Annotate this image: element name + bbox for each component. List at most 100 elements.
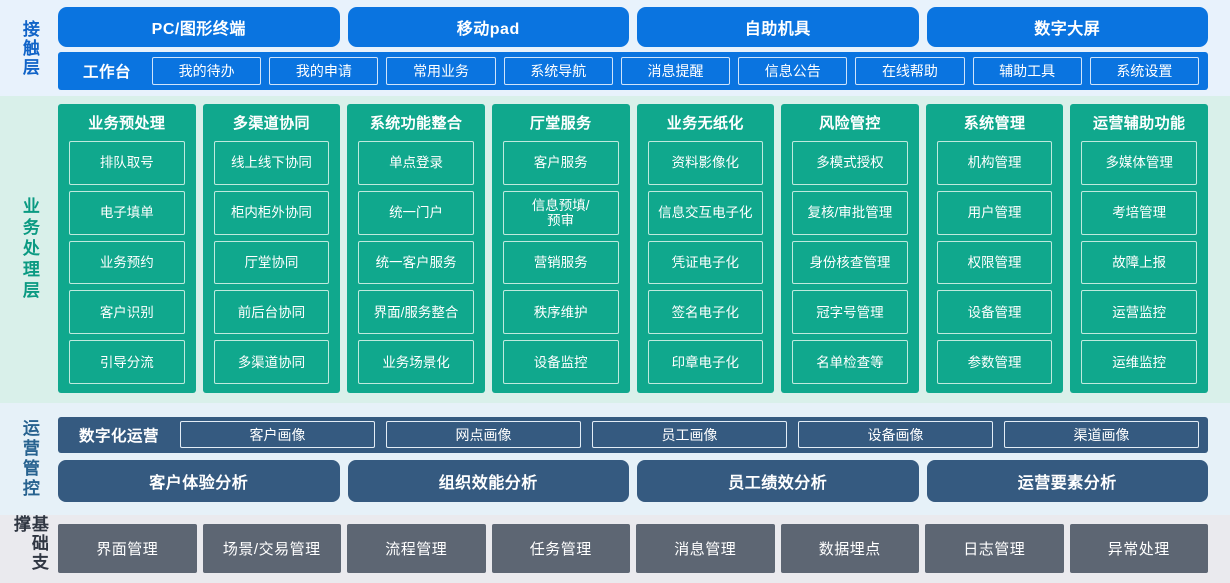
- business-column: 风险管控 多模式授权 复核/审批管理 身份核查管理 冠字号管理 名单检查等: [781, 104, 919, 393]
- channel-item[interactable]: 自助机具: [637, 6, 919, 47]
- business-columns: 业务预处理 排队取号 电子填单 业务预约 客户识别 引导分流 多渠道协同 线上线…: [58, 104, 1208, 393]
- business-item[interactable]: 设备管理: [936, 290, 1053, 335]
- business-item[interactable]: 复核/审批管理: [792, 190, 908, 235]
- business-item[interactable]: 营销服务: [502, 240, 619, 285]
- portrait-item[interactable]: 渠道画像: [1004, 421, 1200, 448]
- business-item[interactable]: 运营监控: [1081, 290, 1197, 335]
- business-item[interactable]: 信息交互电子化: [647, 190, 764, 235]
- business-item[interactable]: 统一客户服务: [358, 240, 474, 285]
- workbench-item[interactable]: 系统导航: [503, 56, 613, 85]
- business-item[interactable]: 设备监控: [502, 340, 619, 384]
- business-column: 系统管理 机构管理 用户管理 权限管理 设备管理 参数管理: [925, 104, 1064, 393]
- foundation-item[interactable]: 异常处理: [1069, 524, 1208, 573]
- business-column: 业务预处理 排队取号 电子填单 业务预约 客户识别 引导分流: [58, 104, 196, 393]
- business-item[interactable]: 故障上报: [1081, 240, 1197, 285]
- layer-contact-body: PC/图形终端 移动pad 自助机具 数字大屏 工作台 我的待办 我的申请 常用…: [58, 0, 1230, 96]
- business-item[interactable]: 资料影像化: [647, 141, 764, 185]
- business-item[interactable]: 客户识别: [69, 290, 185, 335]
- workbench-item[interactable]: 常用业务: [386, 56, 496, 85]
- portrait-item[interactable]: 设备画像: [798, 421, 994, 448]
- business-column-title: 业务预处理: [88, 115, 166, 132]
- channel-row: PC/图形终端 移动pad 自助机具 数字大屏: [58, 6, 1208, 47]
- workbench-item[interactable]: 在线帮助: [855, 56, 965, 85]
- business-item[interactable]: 名单检查等: [792, 340, 908, 384]
- portrait-item[interactable]: 网点画像: [386, 421, 582, 448]
- business-item[interactable]: 厅堂协同: [213, 240, 330, 285]
- business-item[interactable]: 业务预约: [69, 240, 185, 285]
- business-column: 业务无纸化 资料影像化 信息交互电子化 凭证电子化 签名电子化 印章电子化: [636, 104, 775, 393]
- business-item[interactable]: 权限管理: [936, 240, 1053, 285]
- business-column: 系统功能整合 单点登录 统一门户 统一客户服务 界面/服务整合 业务场景化: [347, 104, 485, 393]
- business-item[interactable]: 多媒体管理: [1081, 141, 1197, 185]
- business-item[interactable]: 引导分流: [69, 340, 185, 384]
- workbench-item[interactable]: 辅助工具: [972, 56, 1082, 85]
- business-item[interactable]: 统一门户: [358, 190, 474, 235]
- business-item[interactable]: 客户服务: [502, 141, 619, 185]
- foundation-item[interactable]: 场景/交易管理: [202, 524, 341, 573]
- analysis-item[interactable]: 客户体验分析: [58, 459, 340, 502]
- workbench-item[interactable]: 信息公告: [738, 56, 848, 85]
- business-item[interactable]: 排队取号: [69, 141, 185, 185]
- portrait-item[interactable]: 客户画像: [180, 421, 376, 448]
- layer-operations-body: 数字化运营 客户画像 网点画像 员工画像 设备画像 渠道画像 客户体验分析 组织…: [58, 403, 1230, 515]
- business-column: 多渠道协同 线上线下协同 柜内柜外协同 厅堂协同 前后台协同 多渠道协同: [202, 104, 341, 393]
- business-item[interactable]: 业务场景化: [358, 340, 474, 384]
- foundation-row: 界面管理 场景/交易管理 流程管理 任务管理 消息管理 数据埋点 日志管理 异常…: [58, 524, 1208, 573]
- business-item[interactable]: 用户管理: [936, 190, 1053, 235]
- business-column-title: 风险管控: [819, 115, 881, 132]
- layer-business: 业务处理层 业务预处理 排队取号 电子填单 业务预约 客户识别 引导分流 多渠道…: [0, 96, 1230, 403]
- business-item[interactable]: 运维监控: [1081, 340, 1197, 384]
- business-column-title: 厅堂服务: [529, 115, 592, 132]
- business-item[interactable]: 凭证电子化: [647, 240, 764, 285]
- foundation-item[interactable]: 任务管理: [491, 524, 630, 573]
- workbench-item[interactable]: 我的申请: [269, 56, 379, 85]
- workbench-item[interactable]: 我的待办: [152, 56, 262, 85]
- digital-operations-row: 数字化运营 客户画像 网点画像 员工画像 设备画像 渠道画像: [58, 416, 1208, 453]
- business-column-title: 系统管理: [963, 115, 1026, 132]
- business-item[interactable]: 前后台协同: [213, 290, 330, 335]
- business-item[interactable]: 机构管理: [936, 141, 1053, 185]
- layer-foundation: 基础支撑 界面管理 场景/交易管理 流程管理 任务管理 消息管理 数据埋点 日志…: [0, 515, 1230, 583]
- workbench-item[interactable]: 消息提醒: [620, 56, 731, 85]
- foundation-item[interactable]: 日志管理: [925, 524, 1064, 573]
- business-column-title: 多渠道协同: [232, 115, 310, 132]
- layer-business-label: 业务处理层: [19, 197, 39, 302]
- foundation-item[interactable]: 界面管理: [58, 524, 197, 573]
- business-item[interactable]: 考培管理: [1081, 190, 1197, 235]
- channel-item[interactable]: 数字大屏: [926, 6, 1208, 47]
- business-item[interactable]: 信息预填/ 预审: [502, 190, 619, 235]
- business-item[interactable]: 界面/服务整合: [358, 290, 474, 335]
- business-item[interactable]: 秩序维护: [502, 290, 619, 335]
- workbench-row: 工作台 我的待办 我的申请 常用业务 系统导航 消息提醒 信息公告 在线帮助 辅…: [58, 51, 1208, 90]
- business-item[interactable]: 参数管理: [936, 340, 1053, 384]
- business-item[interactable]: 单点登录: [358, 141, 474, 185]
- analysis-item[interactable]: 员工绩效分析: [637, 459, 919, 502]
- layer-contact-label: 接触层: [19, 19, 39, 77]
- foundation-item[interactable]: 数据埋点: [780, 524, 919, 573]
- layer-operations-label: 运营管控: [19, 419, 39, 499]
- business-item[interactable]: 柜内柜外协同: [213, 190, 330, 235]
- business-column: 运营辅助功能 多媒体管理 考培管理 故障上报 运营监控 运维监控: [1070, 104, 1208, 393]
- workbench-item[interactable]: 系统设置: [1089, 56, 1199, 85]
- business-item[interactable]: 身份核查管理: [792, 240, 908, 285]
- layer-contact: 接触层 PC/图形终端 移动pad 自助机具 数字大屏 工作台 我的待办 我的申…: [0, 0, 1230, 96]
- business-item[interactable]: 多模式授权: [792, 141, 908, 185]
- foundation-item[interactable]: 流程管理: [347, 524, 486, 573]
- foundation-item[interactable]: 消息管理: [636, 524, 775, 573]
- business-item[interactable]: 签名电子化: [647, 290, 764, 335]
- channel-item[interactable]: PC/图形终端: [58, 6, 340, 47]
- workbench-title: 工作台: [83, 63, 132, 81]
- business-item[interactable]: 多渠道协同: [213, 340, 330, 384]
- portrait-item[interactable]: 员工画像: [592, 421, 788, 448]
- business-item[interactable]: 印章电子化: [647, 340, 764, 384]
- layer-foundation-label: 基础支撑: [11, 515, 48, 572]
- business-item[interactable]: 电子填单: [69, 190, 185, 235]
- analysis-item[interactable]: 组织效能分析: [347, 459, 629, 502]
- business-column-title: 业务无纸化: [666, 115, 744, 132]
- analysis-row: 客户体验分析 组织效能分析 员工绩效分析 运营要素分析: [58, 459, 1208, 502]
- business-item[interactable]: 线上线下协同: [213, 141, 330, 185]
- channel-item[interactable]: 移动pad: [347, 6, 629, 47]
- analysis-item[interactable]: 运营要素分析: [926, 459, 1208, 502]
- business-item[interactable]: 冠字号管理: [792, 290, 908, 335]
